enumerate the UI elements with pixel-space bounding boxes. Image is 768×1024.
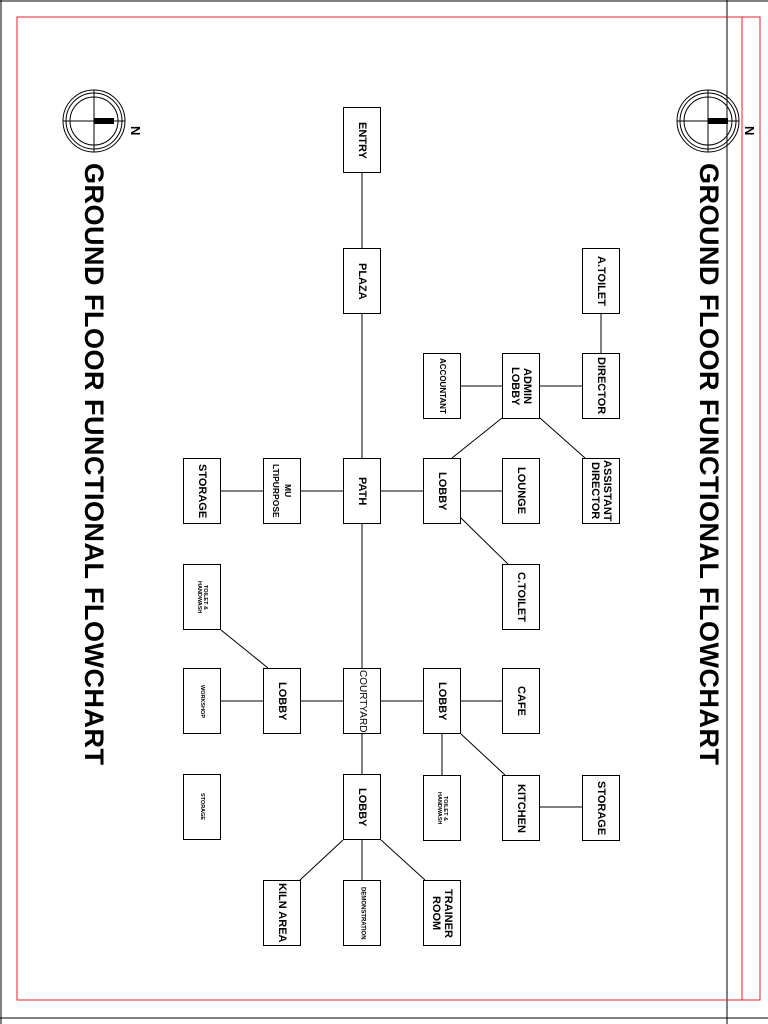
node-cafe: CAFE (502, 668, 540, 734)
node-assistant-director: ASSISTANT DIRECTOR (582, 458, 620, 524)
node-trainer-room: TRAINER ROOM (423, 880, 461, 946)
node-label: PATH (356, 476, 368, 506)
node-label: STORAGE (199, 793, 205, 821)
node-label: LOUNGE (515, 467, 527, 515)
north-label: N (742, 126, 757, 136)
node-label: KITCHEN (515, 783, 527, 833)
node-lobby-cafe: LOBBY (423, 668, 461, 734)
node-director: DIRECTOR (582, 353, 620, 419)
node-label: PLAZA (356, 262, 368, 300)
node-plaza: PLAZA (343, 248, 381, 314)
node-label: KILN AREA (276, 883, 288, 943)
node-workshop: WORKSHOP (183, 668, 221, 734)
node-label: ADMIN LOBBY (509, 366, 533, 406)
node-lobby-bottom: LOBBY (343, 774, 381, 840)
node-label: ENTRY (356, 121, 368, 159)
node-label: CAFE (515, 686, 527, 716)
node-label: TOILET & HANDWASH (436, 791, 448, 825)
node-storage-left: STORAGE (183, 458, 221, 524)
node-toilet-handwash-right: TOILET & HANDWASH (423, 775, 461, 841)
node-label: TRAINER ROOM (430, 888, 454, 938)
node-courtyard: COURTYARD (343, 668, 381, 734)
node-multipurpose: MU LTIPURPOSE (263, 458, 301, 524)
north-arrow-right-icon (676, 89, 740, 153)
node-demonstration: DEMONSTRATION (343, 880, 381, 946)
node-label: DEMONSTRATION (359, 886, 366, 940)
north-arrow-left-icon (62, 89, 126, 153)
node-lobby-left: LOBBY (263, 668, 301, 734)
node-path: PATH (343, 458, 381, 524)
node-toilet-handwash-left: TOILET & HANDWASH (183, 564, 221, 630)
page-title: GROUND FLOOR FUNCTIONAL FLOWCHART (79, 163, 109, 766)
node-label: DIRECTOR (595, 357, 607, 415)
node-kitchen: KITCHEN (502, 775, 540, 841)
node-label: LOBBY (276, 681, 288, 721)
node-label: ASSISTANT DIRECTOR (589, 460, 613, 522)
node-admin-lobby: ADMIN LOBBY (502, 353, 540, 419)
node-c-toilet: C.TOILET (502, 564, 540, 630)
node-storage-right: STORAGE (582, 775, 620, 841)
node-entry: ENTRY (343, 107, 381, 173)
node-label: STORAGE (595, 780, 607, 836)
north-label: N (128, 126, 143, 136)
node-label: ACCOUNTANT (438, 358, 447, 414)
node-label: A.TOILET (595, 256, 607, 306)
node-label: TOILET & HANDWASH (196, 580, 208, 614)
node-label: COURTYARD (357, 669, 368, 733)
node-label: LOBBY (356, 787, 368, 827)
node-label: LOBBY (436, 681, 448, 721)
node-label: LOBBY (436, 471, 448, 511)
node-storage-small: STORAGE (183, 774, 221, 840)
node-lobby-center: LOBBY (423, 458, 461, 524)
node-accountant: ACCOUNTANT (423, 353, 461, 419)
page-title: GROUND FLOOR FUNCTIONAL FLOWCHART (694, 163, 724, 766)
node-label: MU LTIPURPOSE (271, 464, 293, 518)
node-kiln-area: KILN AREA (263, 880, 301, 946)
node-label: STORAGE (196, 463, 208, 519)
node-label: C.TOILET (515, 572, 527, 622)
node-label: WORKSHOP (199, 684, 205, 718)
node-a-toilet: A.TOILET (582, 248, 620, 314)
node-lounge: LOUNGE (502, 458, 540, 524)
